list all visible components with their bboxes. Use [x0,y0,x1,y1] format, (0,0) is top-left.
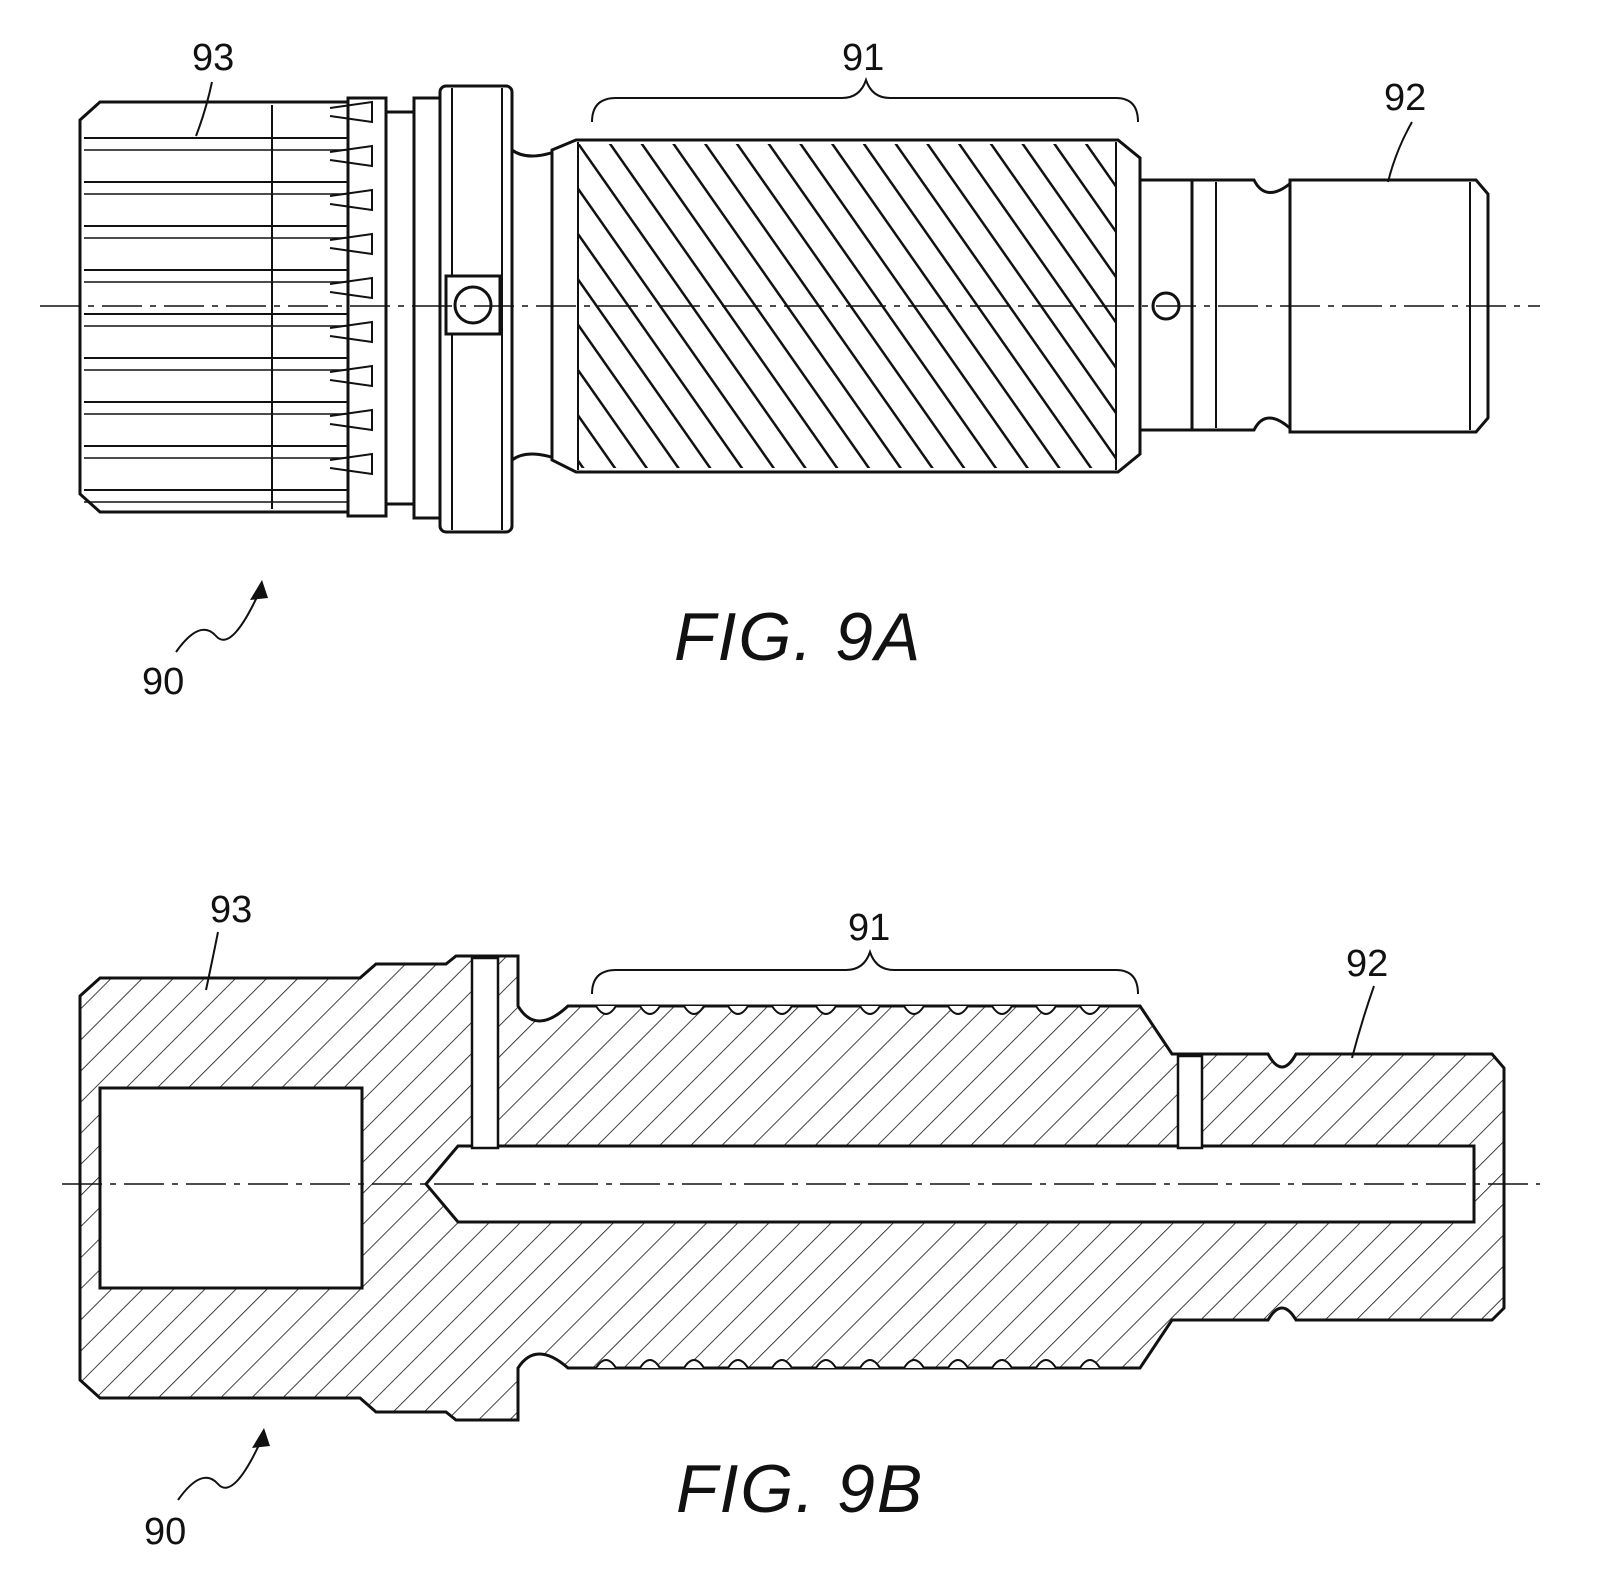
tooth-notch [947,1359,969,1369]
spline-texture [84,108,356,506]
tooth-notch [1035,1005,1057,1015]
tooth-notch [1079,1359,1101,1369]
tooth-notch [771,1005,793,1015]
brace-91b [591,948,1139,995]
tooth-notch [859,1005,881,1015]
spline-tooth [329,100,373,124]
tooth-notch [683,1359,705,1369]
shaft-neck [1190,178,1294,434]
spline-tooth [329,188,373,212]
arrow-90a [175,585,263,653]
label-90-b: 90 [144,1511,186,1553]
tooth-notch [947,1005,969,1015]
label-90-a: 90 [142,661,184,703]
leader-92a [1387,121,1413,183]
leader-92b [1351,985,1375,1059]
tooth-notch [771,1359,793,1369]
arrow-90b [177,1433,265,1501]
spline-teeth [329,100,373,476]
tooth-notch [991,1359,1013,1369]
gear-tooth-notches [595,1005,1101,1369]
spline-tooth [329,232,373,256]
spline-tooth [329,364,373,388]
tooth-notch [903,1359,925,1369]
tooth-notch [815,1005,837,1015]
shaft-end [1288,178,1490,434]
tooth-notch [903,1005,925,1015]
spline-tooth [329,144,373,168]
label-93-a: 93 [192,37,234,79]
figure-9a-shaft [40,84,1540,534]
label-91-b: 91 [848,907,890,949]
spline-tooth [329,452,373,476]
label-92-b: 92 [1346,943,1388,985]
spline-tooth [329,320,373,344]
tooth-notch [815,1359,837,1369]
arrowhead-90b [252,1428,270,1448]
collar-small [384,110,416,506]
tooth-notch [727,1005,749,1015]
caption-9b: FIG. 9B [676,1451,924,1527]
tooth-notch [683,1005,705,1015]
tooth-notch [1079,1005,1101,1015]
tooth-notch [859,1359,881,1369]
tooth-notch [639,1359,661,1369]
spline-ring [346,96,388,518]
tooth-notch [639,1005,661,1015]
tooth-notch [727,1359,749,1369]
tooth-notch [595,1005,617,1015]
label-92-a: 92 [1384,77,1426,119]
tooth-notch [1035,1359,1057,1369]
leader-93b [205,931,219,991]
arrowhead-90a [250,580,268,600]
caption-9a: FIG. 9A [674,599,922,675]
radial-hole-right [1176,1054,1204,1150]
label-93-b: 93 [210,889,252,931]
spline-tooth [329,276,373,300]
leader-93a [195,81,213,137]
figure-9b-section [62,954,1540,1422]
tooth-notch [991,1005,1013,1015]
label-91-a: 91 [842,37,884,79]
cross-hole [453,285,493,325]
left-bore [98,1086,364,1290]
tooth-notch [595,1359,617,1369]
radial-hole-left [470,956,500,1150]
brace-91a [591,76,1139,123]
spline-tooth [329,408,373,432]
